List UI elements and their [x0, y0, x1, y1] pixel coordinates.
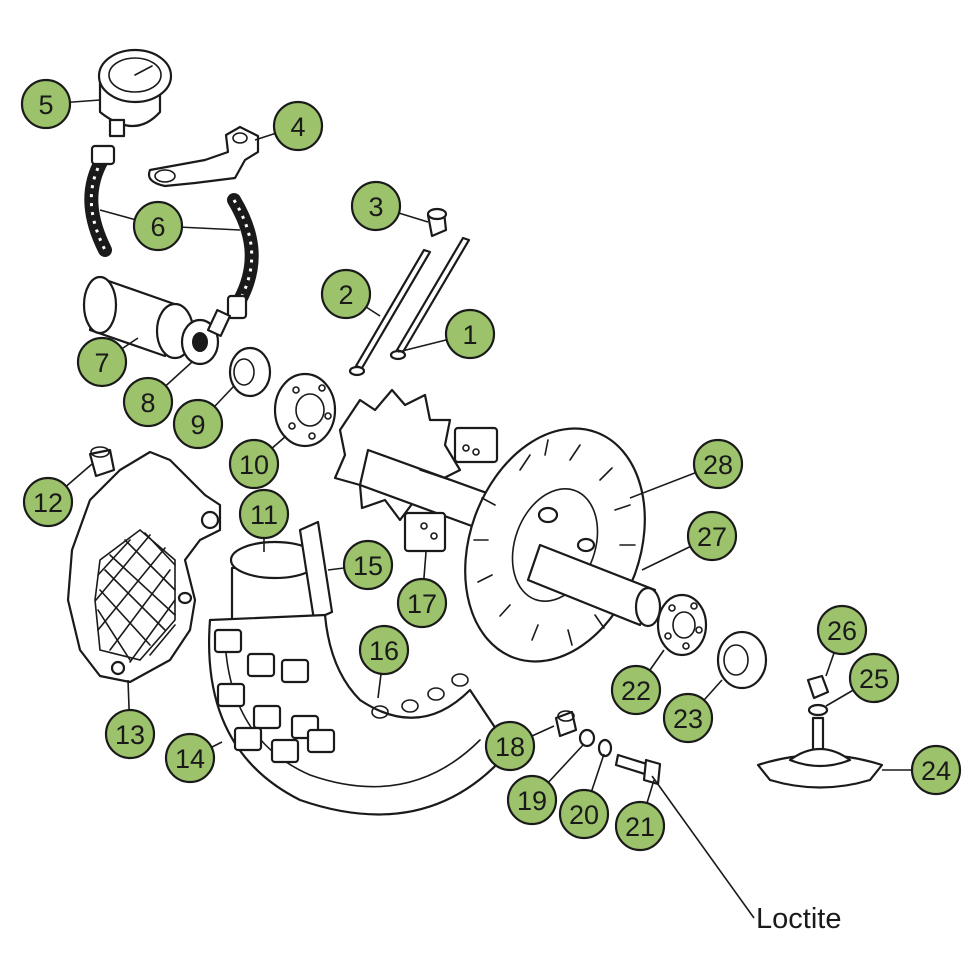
svg-text:16: 16 [369, 636, 399, 666]
callout-16: 16 [358, 624, 410, 676]
svg-text:9: 9 [190, 410, 205, 440]
svg-text:28: 28 [703, 450, 733, 480]
small-cap [426, 207, 448, 238]
callout-6: 6 [132, 200, 184, 252]
callout-2: 2 [320, 268, 372, 320]
svg-text:1: 1 [462, 320, 477, 350]
nut-washer-base [756, 674, 884, 789]
braided-hose [84, 144, 259, 320]
callout-8: 8 [122, 376, 174, 428]
mounting-bracket [147, 125, 260, 188]
svg-text:25: 25 [859, 664, 889, 694]
callout-26: 26 [816, 604, 868, 656]
pressure-gauge [97, 48, 173, 138]
callout-4: 4 [272, 100, 324, 152]
small-nut [88, 446, 116, 478]
mesh-cover [66, 450, 222, 684]
svg-text:17: 17 [407, 589, 437, 619]
callout-25: 25 [848, 652, 900, 704]
long-bolts [348, 236, 471, 377]
key-plate [298, 520, 334, 622]
svg-text:21: 21 [625, 812, 655, 842]
axle [526, 543, 662, 628]
callout-18: 18 [484, 720, 536, 772]
svg-text:22: 22 [621, 676, 651, 706]
callout-11: 11 [238, 488, 290, 540]
svg-text:11: 11 [250, 500, 278, 530]
bushing-right [716, 630, 768, 690]
callout-15: 15 [342, 539, 394, 591]
svg-text:27: 27 [697, 522, 727, 552]
callout-27: 27 [686, 510, 738, 562]
paddle-wheel [208, 613, 512, 816]
callout-1: 1 [444, 308, 496, 360]
callout-20: 20 [558, 788, 610, 840]
callout-17: 17 [396, 577, 448, 629]
svg-text:3: 3 [368, 192, 383, 222]
callout-14: 14 [164, 732, 216, 784]
svg-text:20: 20 [569, 800, 599, 830]
callout-22: 22 [610, 664, 662, 716]
svg-text:4: 4 [290, 112, 305, 142]
loctite-note: Loctite [756, 903, 841, 935]
svg-text:19: 19 [517, 786, 547, 816]
callout-28: 28 [692, 438, 744, 490]
svg-text:5: 5 [38, 90, 53, 120]
svg-text:10: 10 [239, 450, 269, 480]
bushing [228, 346, 272, 398]
callout-24: 24 [910, 744, 962, 796]
callout-12: 12 [22, 476, 74, 528]
svg-text:23: 23 [673, 704, 703, 734]
callout-19: 19 [506, 774, 558, 826]
svg-text:8: 8 [140, 388, 155, 418]
svg-text:12: 12 [33, 488, 63, 518]
callout-21: 21 [614, 800, 666, 852]
svg-text:18: 18 [495, 732, 525, 762]
svg-text:2: 2 [338, 280, 353, 310]
banjo-fitting [180, 308, 232, 366]
callout-13: 13 [104, 708, 156, 760]
svg-text:6: 6 [150, 212, 165, 242]
callout-10: 10 [228, 438, 280, 490]
fasteners [554, 710, 662, 786]
callout-3: 3 [350, 180, 402, 232]
callout-9: 9 [172, 398, 224, 450]
svg-text:26: 26 [827, 616, 857, 646]
svg-text:14: 14 [175, 744, 205, 774]
callout-7: 7 [76, 336, 128, 388]
callout-5: 5 [20, 78, 72, 130]
svg-text:7: 7 [94, 348, 109, 378]
svg-text:15: 15 [353, 551, 383, 581]
svg-text:24: 24 [921, 756, 951, 786]
svg-text:13: 13 [115, 720, 145, 750]
callout-23: 23 [662, 692, 714, 744]
bearing-right [656, 593, 708, 657]
bearing [273, 372, 337, 448]
